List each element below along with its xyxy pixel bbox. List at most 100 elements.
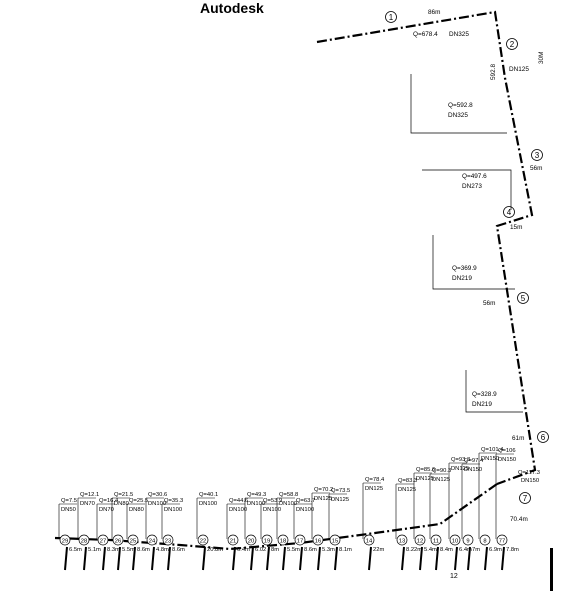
branch-stub	[250, 546, 254, 571]
branch-flow: Q=83.3	[398, 478, 417, 484]
segment-flow: Q=678.4	[413, 31, 438, 38]
main-node-circle	[506, 38, 518, 50]
branch-dn: DN80	[114, 501, 129, 507]
segment-dn: DN150	[521, 478, 539, 484]
branch-flow: Q=101.4	[481, 447, 504, 453]
branch-flow: Q=25.5	[129, 498, 148, 504]
branch-length: 6.4m	[237, 547, 250, 553]
branch-node-circle	[162, 534, 174, 546]
main-node-4: 4	[507, 208, 512, 217]
branch-dn: DN150	[464, 467, 482, 473]
branch-dn: DN80	[129, 507, 144, 513]
branch-leader	[77, 497, 96, 539]
branch-flow: Q=30.6	[148, 492, 167, 498]
branch-stub	[419, 546, 423, 571]
branch-length: 6.4m	[459, 547, 472, 553]
branch-leader	[311, 492, 330, 539]
branch-dn: DN125	[451, 466, 469, 472]
branch-node-circle	[462, 534, 474, 546]
main-node-circle	[531, 149, 543, 161]
branch-length: 5.5m	[287, 547, 300, 553]
branch-dn: DN70	[99, 507, 114, 513]
branch-node-number: 13	[399, 539, 405, 545]
segment-dn: DN219	[472, 401, 492, 408]
main-node-1: 1	[389, 13, 394, 22]
branch-node-number: 10	[452, 539, 458, 545]
branch-length: 8.6m	[137, 547, 150, 553]
branch-flow: Q=63.7	[296, 498, 315, 504]
branch-node-number: 8	[483, 539, 486, 545]
main-length-label: 592.8	[490, 64, 497, 80]
segment-dn: DN325	[448, 112, 468, 119]
branch-length: 5.4m	[424, 547, 437, 553]
branch-dn: DN100	[229, 507, 247, 513]
branch-leader	[226, 503, 245, 539]
branch-dn: DN150	[481, 456, 499, 462]
main-node-6: 6	[541, 433, 546, 442]
branch-stub	[102, 546, 106, 571]
branch-node-number: 27	[100, 539, 106, 545]
branch-node-circle	[312, 534, 324, 546]
branch-node-circle	[277, 534, 289, 546]
branch-flow: Q=106	[498, 448, 516, 454]
branch-dn: DN125	[416, 476, 434, 482]
branch-leader	[145, 497, 164, 539]
branch-stub	[454, 546, 458, 571]
branch-flow: Q=40.1	[199, 492, 218, 498]
branch-stub	[501, 546, 505, 571]
branch-stub	[232, 546, 236, 571]
branch-node-number: 9	[466, 539, 469, 545]
branch-pipeline	[54, 483, 498, 551]
branch-dn: DN100	[279, 501, 297, 507]
branch-node-circle	[112, 534, 124, 546]
branch-node-circle	[294, 534, 306, 546]
branch-group: Q=7.5DN50296.5mQ=12.1DN70285.1mQ=16.4DN7…	[58, 447, 519, 571]
branch-length: 8.4m	[440, 547, 453, 553]
branch-length: 7m	[472, 547, 480, 553]
branch-node-number: 24	[149, 539, 156, 545]
branch-node-circle	[430, 534, 442, 546]
segment-dn: DN273	[462, 183, 482, 190]
branch-leader	[196, 497, 215, 539]
branch-node-circle	[59, 534, 71, 546]
branch-length: 5.1m	[88, 547, 101, 553]
branch-length: 7.8m	[506, 547, 519, 553]
branch-node-circle	[449, 534, 461, 546]
branch-length: 8m	[271, 547, 279, 553]
branch-node-number: 22	[200, 539, 206, 545]
branch-length: 8.1m	[339, 547, 352, 553]
branch-leader	[260, 503, 279, 539]
branch-flow: Q=78.4	[365, 477, 385, 483]
branch-node-circle	[146, 534, 158, 546]
branch-length: 8.6m	[304, 547, 317, 553]
branch-node-number: 14	[366, 539, 373, 545]
branch-leader	[126, 503, 145, 539]
branch-flow: Q=97.4	[464, 458, 484, 464]
branch-stub	[484, 546, 488, 571]
branch-stub	[83, 546, 87, 571]
branch-leader	[58, 503, 77, 539]
branch-node-circle	[396, 534, 408, 546]
branch-node-number: 29	[62, 539, 68, 545]
main-length-label: 15m	[510, 224, 522, 231]
branch-node-number: 12	[417, 539, 423, 545]
branch-leader	[448, 462, 467, 539]
branch-stub	[467, 546, 471, 571]
main-length-label: 70.4m	[510, 516, 528, 523]
main-node-circle	[503, 206, 515, 218]
branch-flow: Q=93.3	[451, 457, 470, 463]
branch-length: 5.5m	[122, 547, 135, 553]
branch-leader	[429, 473, 448, 539]
branch-stub	[282, 546, 286, 571]
branch-node-circle	[127, 534, 139, 546]
branch-dn: DN70	[80, 501, 95, 507]
segment-flow: Q=369.9	[452, 265, 477, 272]
branch-stub	[151, 546, 155, 571]
branch-node-number: 21	[230, 539, 236, 545]
segment-flow: Q=328.9	[472, 391, 497, 398]
branch-length: 5.3m	[322, 547, 335, 553]
branch-node-circle	[97, 534, 109, 546]
branch-node-circle	[329, 534, 341, 546]
main-node-circle	[385, 11, 397, 23]
branch-dn: DN125	[365, 486, 383, 492]
